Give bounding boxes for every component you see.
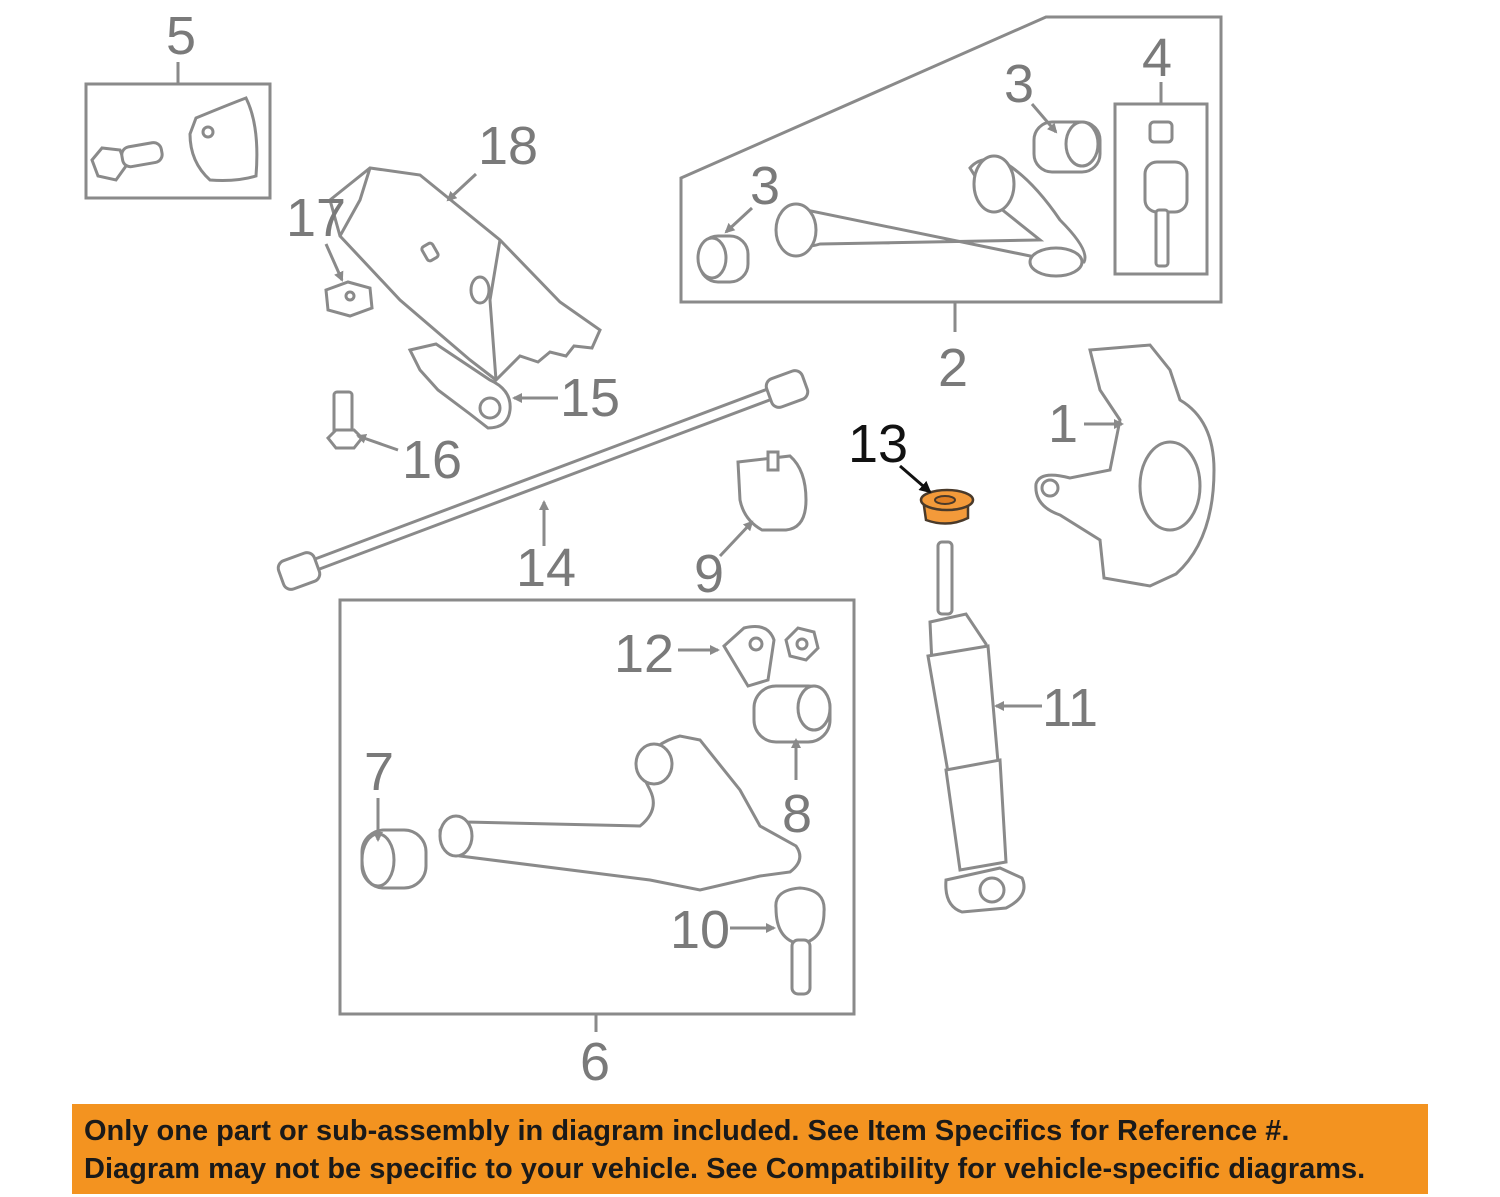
part-14-torsion-bar[interactable] — [276, 368, 810, 591]
callout-1: 1 — [1048, 394, 1078, 454]
callout-12: 12 — [614, 624, 674, 684]
callout-3a: 3 — [750, 156, 780, 216]
callout-9: 9 — [694, 544, 724, 604]
callout-8: 8 — [782, 784, 812, 844]
part-5-bolt-cam-kit[interactable] — [84, 62, 272, 200]
part-11-shock-absorber[interactable] — [926, 540, 1026, 914]
callout-10: 10 — [670, 900, 730, 960]
part-13-shock-bushing[interactable] — [919, 488, 975, 525]
callout-13: 13 — [848, 414, 908, 474]
part-18-frame-bracket[interactable] — [328, 166, 602, 382]
part-15-bracket[interactable] — [407, 342, 512, 430]
callout-17: 17 — [286, 188, 346, 248]
part-16-bolt[interactable] — [325, 390, 365, 450]
leader-arrows — [324, 103, 1124, 933]
callout-14: 14 — [516, 538, 576, 598]
part-17-nut[interactable] — [324, 280, 374, 318]
callout-4: 4 — [1142, 28, 1172, 88]
part-1-steering-knuckle[interactable] — [1034, 343, 1216, 588]
disclaimer-line-2: Diagram may not be specific to your vehi… — [84, 1153, 1366, 1185]
callout-labels: 5 18 17 15 16 14 9 3 3 4 2 1 13 11 12 7 … — [166, 6, 1172, 1092]
disclaimer-line-1: Only one part or sub-assembly in diagram… — [84, 1115, 1290, 1147]
callout-6: 6 — [580, 1032, 610, 1092]
part-6-lower-control-arm-assembly[interactable] — [338, 598, 856, 1032]
callout-7: 7 — [364, 742, 394, 802]
callout-16: 16 — [402, 430, 462, 490]
callout-11: 11 — [1042, 678, 1098, 738]
part-9-bump-stop[interactable] — [736, 450, 808, 532]
callout-15: 15 — [560, 368, 620, 428]
part-4-ball-joint-kit[interactable] — [1113, 82, 1209, 276]
callout-3b: 3 — [1004, 54, 1034, 114]
disclaimer-banner: Only one part or sub-assembly in diagram… — [72, 1104, 1428, 1194]
callout-2: 2 — [938, 338, 968, 398]
callout-5: 5 — [166, 6, 196, 66]
callout-18: 18 — [478, 116, 538, 176]
part-2-upper-control-arm-assembly[interactable] — [679, 15, 1223, 332]
